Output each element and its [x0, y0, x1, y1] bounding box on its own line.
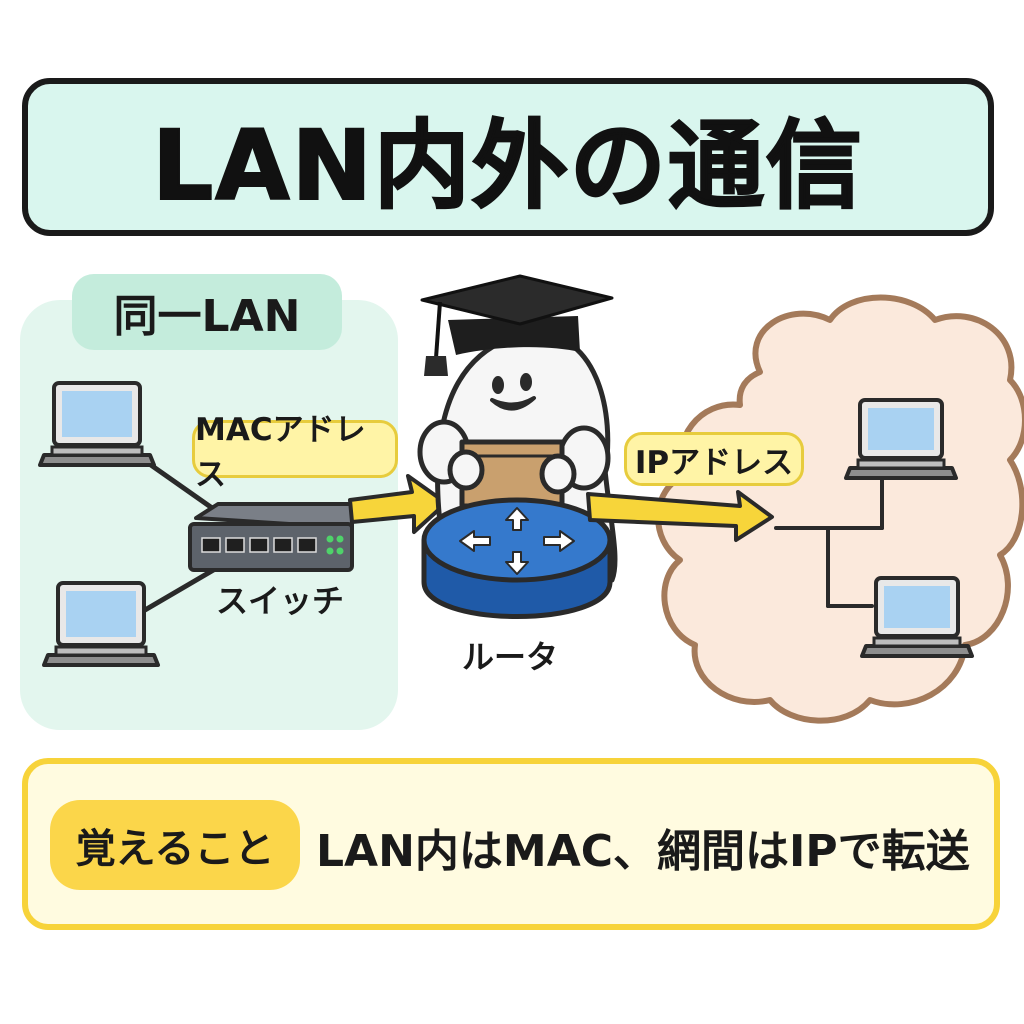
arrow-icon: [586, 490, 774, 542]
router-icon: [421, 497, 613, 619]
switch-caption: スイッチ: [215, 582, 344, 620]
page-title: LAN内外の通信: [151, 109, 864, 223]
mac-address-label: MACアドレス: [192, 412, 398, 493]
lan-cables: [142, 460, 225, 613]
router-caption: ルータ: [461, 638, 558, 676]
laptop-icon: [42, 581, 160, 667]
laptop-icon: [860, 576, 974, 658]
cloud-cables: [774, 474, 884, 608]
title-box: LAN内外の通信: [22, 78, 994, 236]
laptop-icon: [844, 398, 958, 480]
summary-badge: 覚えること: [50, 800, 300, 890]
laptop-icon: [38, 381, 156, 467]
summary-text: LAN内はMAC、網間はIPで転送: [316, 826, 970, 877]
package-icon: [447, 439, 577, 509]
ip-address-label: IPアドレス: [624, 432, 804, 486]
arrow-icon: [348, 474, 448, 534]
same-lan-label: 同一LAN: [72, 274, 342, 350]
switch-icon: [188, 502, 354, 572]
graduation-cap-icon: [420, 274, 614, 376]
